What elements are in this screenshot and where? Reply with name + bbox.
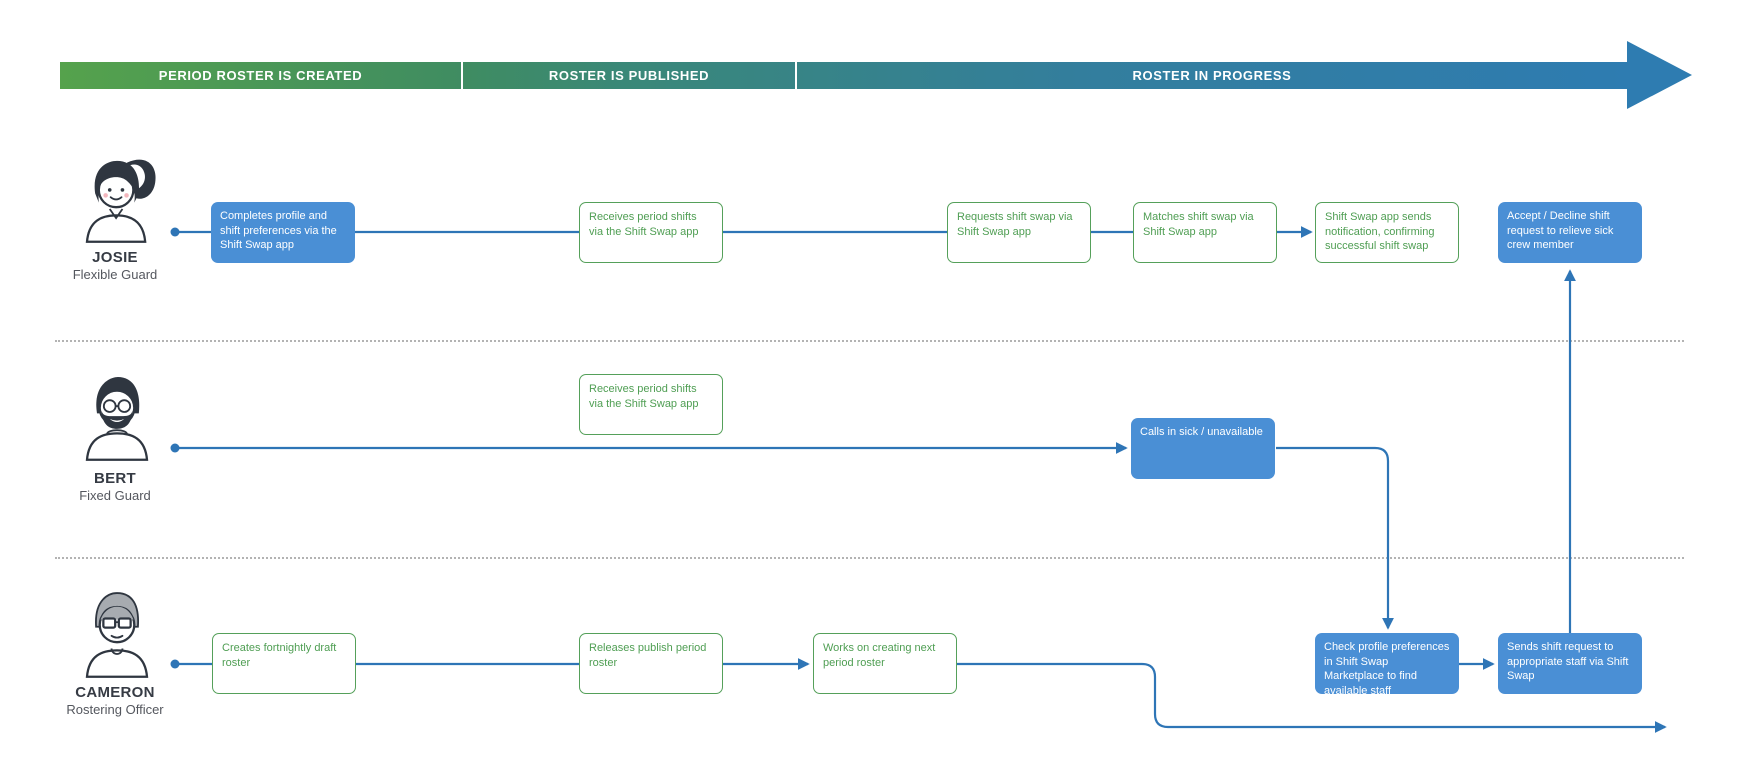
next-roster-tail-connector [956, 662, 1667, 733]
step-box: Releases publish period roster [579, 633, 723, 694]
lane-name-bert: BERT [93, 470, 137, 487]
step-box: Shift Swap app sends notification, confi… [1315, 202, 1459, 263]
step-box: Works on creating next period roster [813, 633, 957, 694]
lane-name-josie: JOSIE [92, 249, 138, 266]
cameron-line-origin-dot [170, 659, 180, 669]
lane-divider [55, 340, 1684, 342]
step-box: Calls in sick / unavailable [1131, 418, 1275, 479]
step-box: Completes profile and shift preferences … [211, 202, 355, 263]
step-box: Matches shift swap via Shift Swap app [1133, 202, 1277, 263]
bert-line-origin-dot [170, 443, 180, 453]
timeline-arrowhead-icon [1627, 41, 1692, 109]
step-box: Receives period shifts via the Shift Swa… [579, 374, 723, 435]
step-box: Creates fortnightly draft roster [212, 633, 356, 694]
phase-roster-in-progress: ROSTER IN PROGRESS [797, 62, 1627, 89]
lane-role-cameron: Rostering Officer [66, 702, 164, 717]
bert-avatar-icon [85, 377, 149, 461]
lane-role-josie: Flexible Guard [72, 267, 158, 282]
sick-to-check-connector [1276, 446, 1394, 630]
phase-period-roster-created: PERIOD ROSTER IS CREATED [60, 62, 463, 89]
step-box: Receives period shifts via the Shift Swa… [579, 202, 723, 263]
josie-avatar-icon [85, 159, 156, 243]
lane-name-cameron: CAMERON [75, 684, 155, 701]
phase-roster-is-published: ROSTER IS PUBLISHED [463, 62, 797, 89]
lane-divider [55, 557, 1684, 559]
phase-label: ROSTER IN PROGRESS [1132, 68, 1292, 83]
step-box: Accept / Decline shift request to reliev… [1498, 202, 1642, 263]
phase-label: ROSTER IS PUBLISHED [548, 68, 710, 83]
lane-role-bert: Fixed Guard [79, 488, 151, 503]
timeline-band: PERIOD ROSTER IS CREATED ROSTER IS PUBLI… [60, 62, 1627, 89]
cameron-avatar-icon [85, 592, 149, 678]
josie-line-origin-dot [170, 227, 180, 237]
phase-label: PERIOD ROSTER IS CREATED [158, 68, 363, 83]
step-box: Check profile preferences in Shift Swap … [1315, 633, 1459, 697]
step-box: Sends shift request to appropriate staff… [1498, 633, 1642, 694]
step-box: Requests shift swap via Shift Swap app [947, 202, 1091, 263]
